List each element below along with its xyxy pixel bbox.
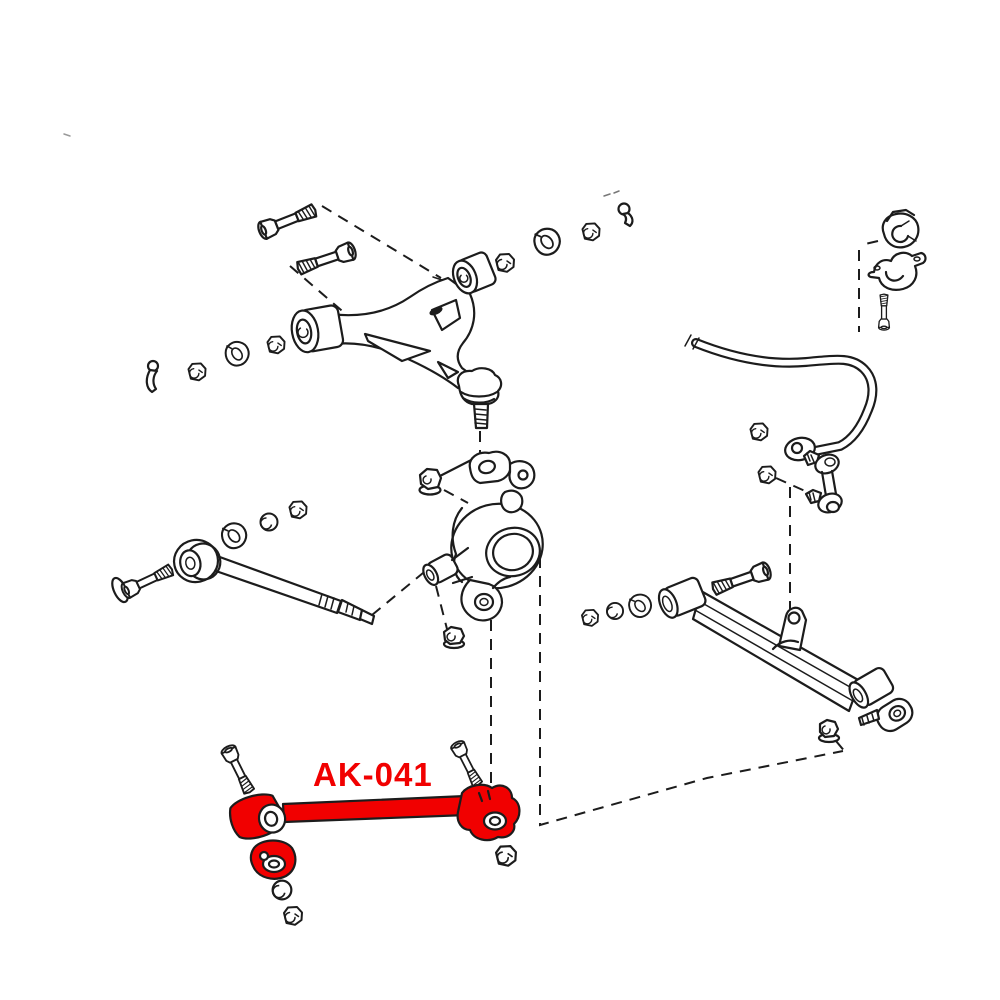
clip (145, 359, 160, 394)
cam-washer (222, 339, 252, 369)
ball-joint (456, 367, 503, 430)
lateral-link-bolt (219, 742, 258, 797)
leader-lines (63, 133, 879, 827)
knuckle-flange-bolt (418, 467, 443, 496)
toe-link-assembly (111, 500, 376, 626)
rear-knuckle (422, 450, 544, 622)
lateral-link-part (228, 783, 521, 880)
cam-washer (218, 519, 251, 552)
upper-arm-mount-bolt (255, 200, 320, 242)
lateral-link-bolt (448, 738, 486, 790)
clip (617, 202, 634, 228)
hex-nut (266, 335, 286, 355)
upper-control-arm-assembly (145, 200, 634, 430)
stabilizer-bracket-bolt (877, 293, 891, 331)
upper-arm-mount-bolt (293, 240, 359, 279)
cam-washer (625, 591, 655, 621)
hex-nut (495, 253, 515, 273)
stray-mark (63, 133, 71, 137)
knuckle-assembly (418, 450, 544, 650)
cam-washer (530, 224, 564, 259)
lower-arm-assembly (581, 559, 914, 744)
hex-nut (581, 609, 599, 627)
upper-arm-bushing (451, 251, 497, 295)
part-code-label: AK-041 (313, 756, 433, 793)
toe-link-bolt (118, 560, 177, 601)
hex-nut (187, 362, 207, 382)
stabilizer-bracket (867, 251, 927, 291)
hex-nut (581, 222, 601, 242)
lower-trailing-arm (657, 576, 914, 733)
flange-nut (442, 625, 466, 650)
stray-mark (603, 190, 620, 197)
flat-washer (259, 512, 279, 532)
upper-arm-bushing (290, 304, 345, 354)
hex-nut (495, 844, 518, 867)
hex-nut (749, 422, 769, 442)
flat-washer (271, 879, 293, 901)
lateral-link-right-end (456, 783, 521, 842)
lateral-link-bushing (249, 839, 297, 880)
stabilizer-bar-assembly (684, 208, 927, 514)
arm-slot (429, 306, 443, 316)
flange-nut (817, 718, 841, 744)
stabilizer-bushing (881, 208, 920, 249)
flat-washer (605, 601, 625, 621)
arm-cutout (363, 332, 432, 363)
lateral-link-rod (281, 794, 469, 824)
hex-nut (288, 500, 308, 520)
trailing-arm-bolt (709, 559, 774, 599)
lateral-link-small-hardware (271, 844, 518, 926)
toe-link (172, 538, 376, 626)
hex-nut (283, 906, 303, 926)
bar-break-mark (684, 334, 700, 350)
lateral-link-left-bushing (228, 793, 287, 840)
arm-cutout (436, 360, 460, 380)
hex-nut (757, 465, 777, 485)
stabilizer-end-link (802, 449, 843, 514)
